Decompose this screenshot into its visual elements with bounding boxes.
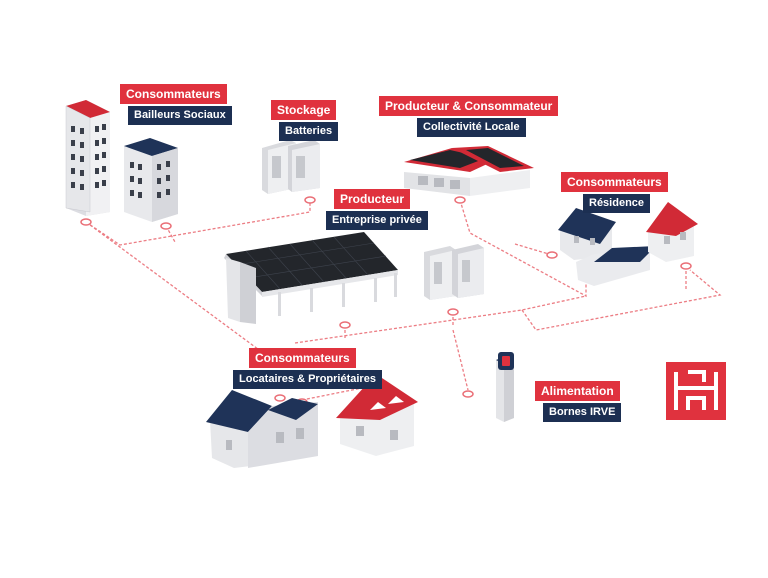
label-locataires: Consommateurs Locataires & Propriétaires [233,348,382,389]
solar-carport [224,232,398,324]
connector-bailleurs-to-locataires [85,221,271,359]
node-dot [160,222,172,230]
node-dot [304,196,316,204]
label-bailleurs: Consommateurs Bailleurs Sociaux [120,84,232,125]
node-dot [447,308,459,316]
detail-tag: Entreprise privée [326,211,428,230]
detail-tag: Batteries [279,122,339,141]
connector-bailleurs-2 [165,225,176,243]
label-alimentation: Alimentation Bornes IRVE [535,381,622,422]
battery-storage-units [262,140,320,194]
detail-tag: Bornes IRVE [543,403,622,422]
label-entreprise: Producteur Entreprise privée [326,189,428,230]
connector-collectivite-2 [514,243,553,256]
tenant-house-navy [206,390,318,468]
label-residence: Consommateurs Résidence [561,172,668,213]
node-dot [680,262,692,270]
detail-tag: Résidence [583,194,651,213]
category-tag: Producteur [334,189,411,209]
label-stockage: Stockage Batteries [271,100,339,141]
building-warehouse [404,146,534,196]
connector-bus-to-residence [521,269,722,331]
label-collectivite: Producteur & Consommateur Collectivité L… [379,96,559,137]
building-tower-tall [65,100,110,216]
connector-main-bus [294,295,587,344]
building-tower-mid [124,138,178,222]
brand-monogram-icon [666,362,726,420]
category-tag: Stockage [271,100,337,120]
residence-houses [558,202,698,286]
category-tag: Consommateurs [249,348,356,368]
node-dot [546,251,558,259]
detail-tag: Bailleurs Sociaux [128,106,232,125]
category-tag: Producteur & Consommateur [379,96,559,116]
ev-charger [496,352,514,422]
category-tag: Consommateurs [120,84,227,104]
tenant-house-red [336,374,418,456]
node-dot [339,321,351,329]
detail-tag: Locataires & Propriétaires [233,370,382,389]
node-dot [80,218,92,226]
node-dot [462,390,474,398]
network-connections [85,199,722,401]
category-tag: Consommateurs [561,172,668,192]
connector-to-bornes [452,329,469,391]
connector-locataires-2 [301,385,373,401]
battery-storage-units-2 [424,244,484,300]
detail-tag: Collectivité Locale [417,118,526,137]
connector-bailleurs-to-bus [85,200,311,246]
node-dot [274,394,286,402]
category-tag: Alimentation [535,381,620,401]
node-dot [454,196,466,204]
